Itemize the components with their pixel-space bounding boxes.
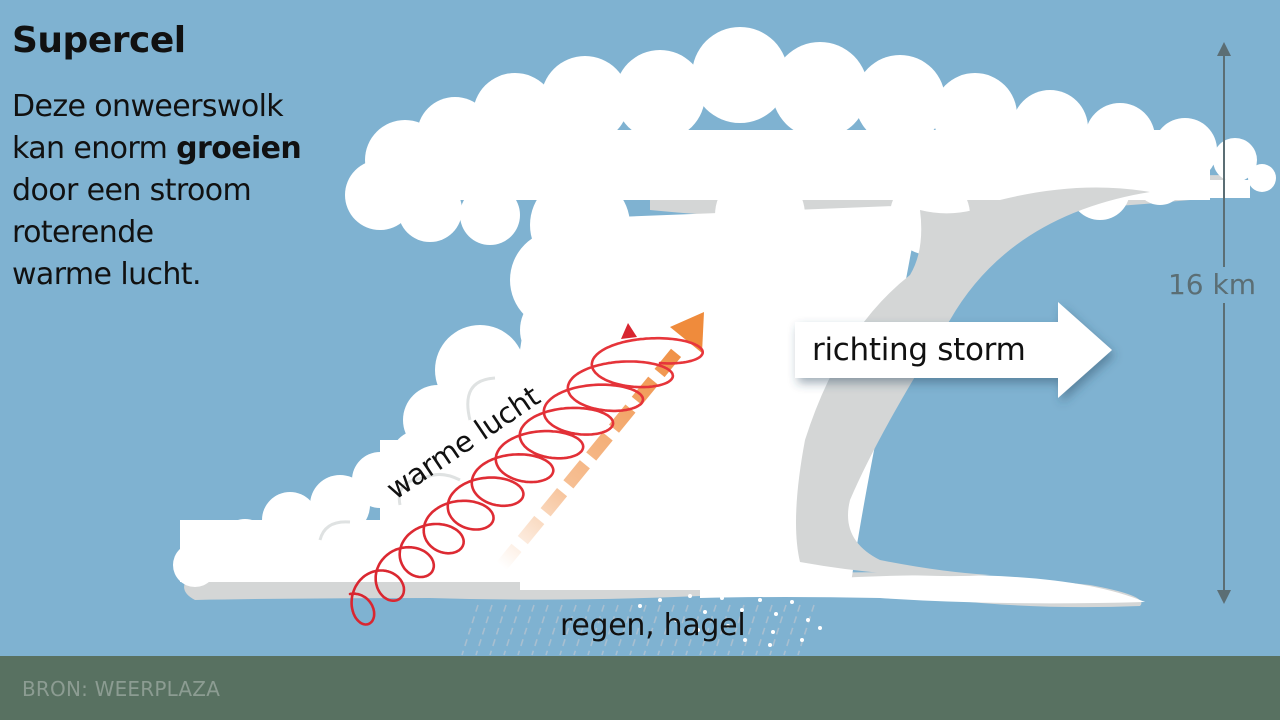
rotating-spiral-icon [348,323,704,626]
precipitation [461,594,822,656]
updraft-arrow-icon [494,312,704,573]
source-credit: BRON: WEERPLAZA [22,677,221,701]
description-line-1: Deze onweerswolk [12,89,284,124]
ground-bar [0,656,1280,720]
height-label: 16 km [1162,267,1262,303]
description: Deze onweerswolk kan enorm groeien door ee… [12,86,302,296]
description-line-4: roterende [12,215,154,250]
description-line-2: kan enorm [12,131,177,166]
storm-direction-label: richting storm [812,332,1026,368]
direction-arrow-icon [795,302,1112,398]
page-title: Supercel [12,20,186,61]
description-line-5: warme lucht. [12,257,202,292]
supercell-cloud [173,27,1276,608]
rain-hail-label: regen, hagel [560,608,746,643]
description-emphasis: groeien [176,131,302,166]
description-line-3: door een stroom [12,173,252,208]
height-arrow-icon [1217,42,1231,604]
